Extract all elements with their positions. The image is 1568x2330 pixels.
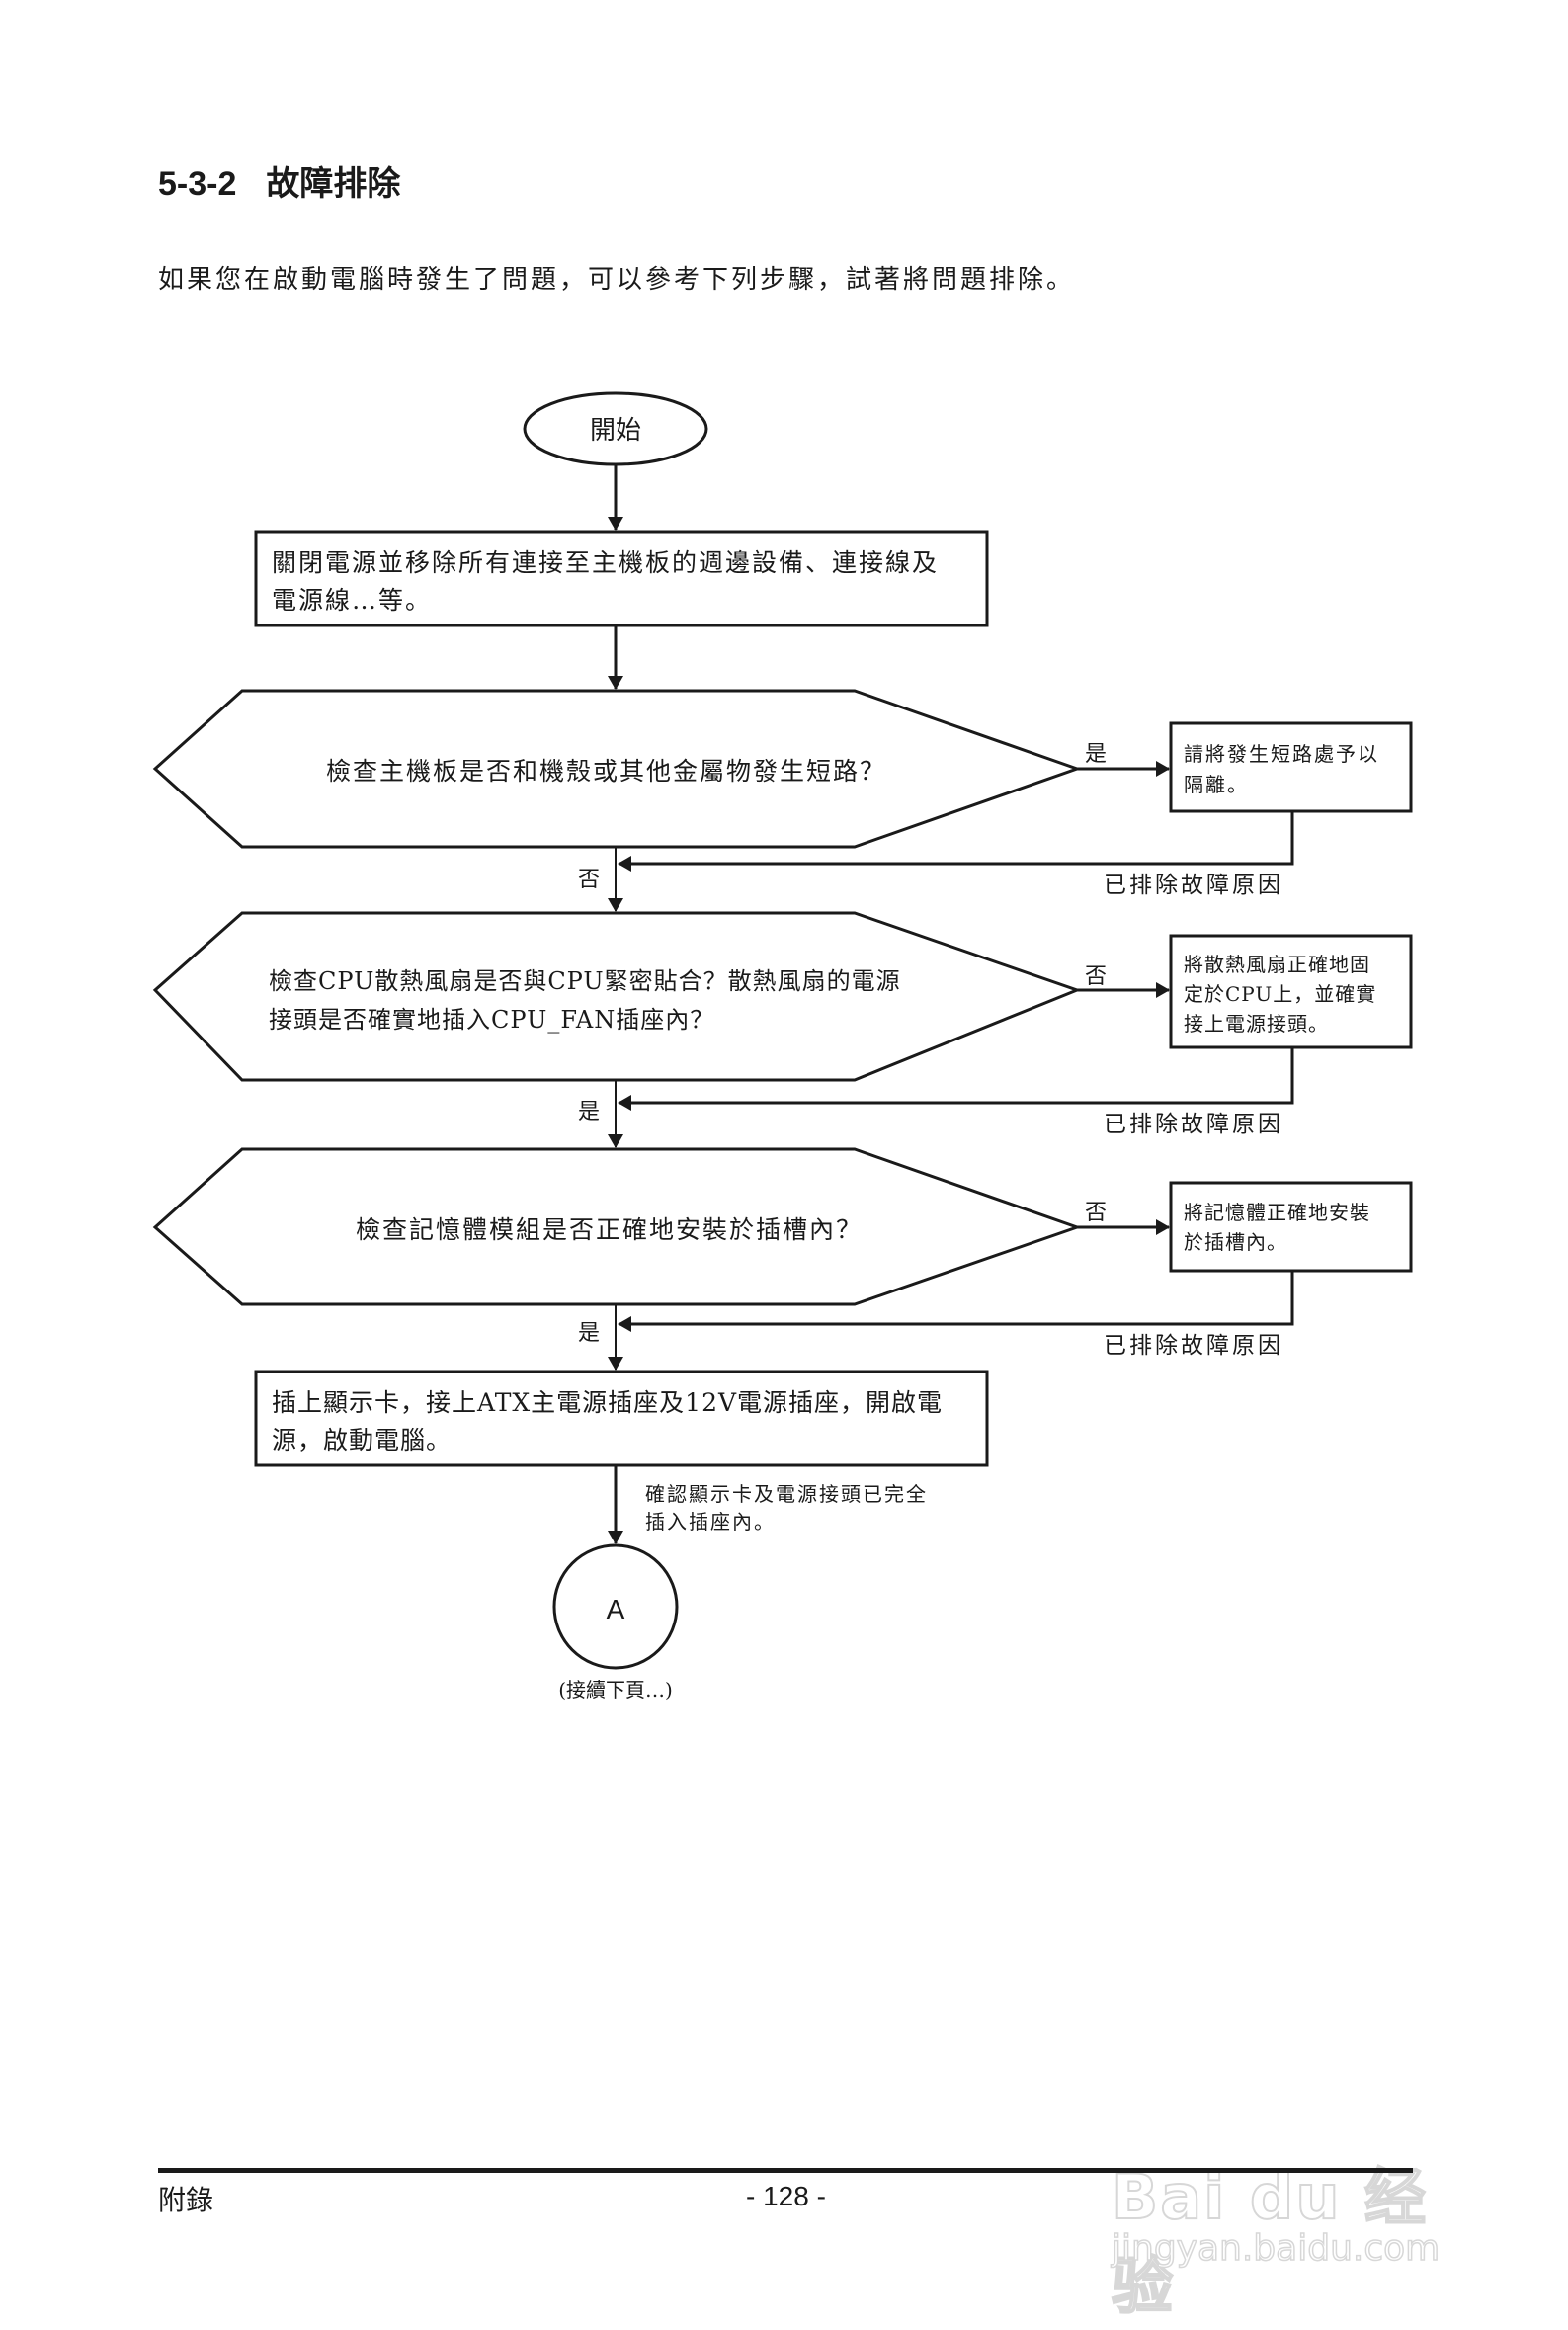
watermark-url: jingyan.baidu.com — [1111, 2227, 1441, 2270]
section-number: 5-3-2 — [158, 165, 237, 203]
check1-action-line2: 隔離。 — [1184, 773, 1249, 796]
page-connector — [552, 1543, 679, 1670]
check2-resolved-return — [618, 1047, 1294, 1111]
step1-line2: 電源線…等。 — [272, 586, 432, 615]
step2-note-line2: 插入插座內。 — [645, 1510, 776, 1534]
step2-line2: 源，啟動電腦。 — [272, 1426, 452, 1455]
check2-question-line1: 檢查CPU散熱風扇是否與CPU緊密貼合？散熱風扇的電源 — [269, 967, 901, 995]
check3-question: 檢查記憶體模組是否正確地安裝於插槽內？ — [356, 1215, 863, 1244]
check3-no-label: 否 — [1085, 1201, 1107, 1225]
section-heading: 故障排除 — [266, 165, 401, 203]
step2-box — [254, 1370, 989, 1467]
start-label: 開始 — [590, 416, 641, 446]
check3-action-box — [1169, 1181, 1413, 1273]
check1-yes-label: 是 — [1085, 742, 1107, 767]
check1-no-label: 否 — [578, 868, 600, 892]
check1-action-box — [1169, 721, 1413, 813]
section-title: 5-3-2 故障排除 — [158, 156, 400, 205]
check2-yes-label: 是 — [578, 1100, 600, 1124]
step2-note-line1: 確認顯示卡及電源接頭已完全 — [645, 1482, 928, 1506]
check2-no-label: 否 — [1085, 964, 1107, 989]
step1-line1: 關閉電源並移除所有連接至主機板的週邊設備、連接線及 — [272, 548, 939, 577]
step1-box — [254, 530, 989, 627]
check2-action-line3: 接上電源接頭。 — [1184, 1012, 1329, 1036]
check3-resolved-label: 已排除故障原因 — [1104, 1333, 1283, 1359]
footer-section-name: 附錄 — [158, 2184, 214, 2216]
check3-resolved-return — [618, 1271, 1294, 1332]
intro-paragraph: 如果您在啟動電腦時發生了問題，可以參考下列步驟，試著將問題排除。 — [158, 265, 1076, 294]
connector-label: A — [607, 1594, 625, 1624]
check2-question-line2: 接頭是否確實地插入CPU_FAN插座內？ — [269, 1006, 714, 1034]
check1-resolved-label: 已排除故障原因 — [1104, 873, 1283, 898]
check2-action-line1: 將散熱風扇正確地固 — [1184, 953, 1370, 976]
footer-divider — [158, 2168, 1413, 2173]
page-number: - 128 - — [746, 2181, 826, 2211]
check1-action-line1: 請將發生短路處予以 — [1184, 742, 1379, 766]
continued-label: (接續下頁…) — [558, 1678, 673, 1702]
check2-decision — [152, 911, 1082, 1082]
check2-action-line2: 定於CPU上，並確實 — [1184, 982, 1376, 1006]
step2-line1: 插上顯示卡，接上ATX主電源插座及12V電源插座，開啟電 — [272, 1388, 943, 1417]
check1-question: 檢查主機板是否和機殼或其他金屬物發生短路？ — [326, 757, 886, 786]
check3-action-line2: 於插槽內。 — [1184, 1230, 1287, 1254]
check1-decision — [152, 689, 1082, 849]
baidu-watermark: Bai du 经验 jingyan.baidu.com — [1111, 2090, 1467, 2323]
check3-yes-label: 是 — [578, 1321, 600, 1346]
check2-resolved-label: 已排除故障原因 — [1104, 1112, 1283, 1137]
check3-decision — [152, 1147, 1082, 1306]
check3-action-line1: 將記憶體正確地安裝 — [1184, 1201, 1370, 1224]
check1-resolved-return — [618, 811, 1294, 872]
